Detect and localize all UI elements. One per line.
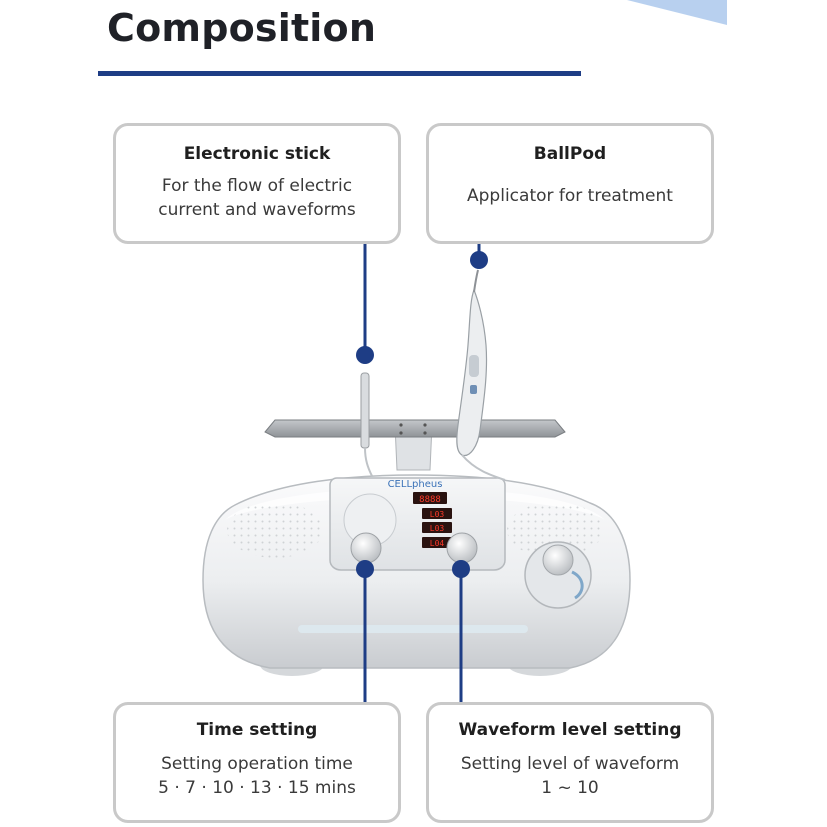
corner-accent [627,0,727,25]
leader-dot-waveform-setting [452,560,470,578]
display-1-bg [413,492,447,504]
brand-logo: CELLpheus [388,479,443,490]
display-1: 8888 [419,495,441,505]
callout-description-line2: 5 · 7 · 10 · 13 · 15 mins [158,778,356,798]
callout-title: BallPod [533,144,607,164]
callout-title: Waveform level setting [458,720,682,740]
title-underline [98,71,581,76]
display-3: L03 [430,524,445,533]
top-tray [264,419,566,438]
leader-dot-ballpod [470,251,488,269]
callout-description-line2: 1 ~ 10 [541,778,599,798]
page-title: Composition [107,6,377,50]
callout-description: Setting operation time [161,754,353,774]
callout-title: Time setting [196,720,318,740]
display-4: L04 [430,539,445,548]
callout-ballpod: BallPod Applicator for treatment [426,123,714,244]
display-2-bg [422,508,452,519]
callout-title: Electronic stick [183,144,331,164]
callout-description: For the flow of electric current and wav… [158,176,356,220]
callout-time-setting: Time setting Setting operation time 5 · … [113,702,401,823]
speaker-grille-left [227,502,323,558]
callout-waveform-level-setting: Waveform level setting Setting level of … [426,702,714,823]
display-4-bg [422,537,452,548]
display-3-bg [422,522,452,533]
callout-electronic-stick: Electronic stick For the flow of electri… [113,123,401,244]
leader-dot-electronic-stick [356,346,374,364]
speaker-grille-right [507,502,603,558]
leader-dot-time-setting [356,560,374,578]
callout-description: Setting level of waveform [460,754,680,774]
callout-description: Applicator for treatment [467,186,673,206]
display-2: L03 [430,510,445,519]
